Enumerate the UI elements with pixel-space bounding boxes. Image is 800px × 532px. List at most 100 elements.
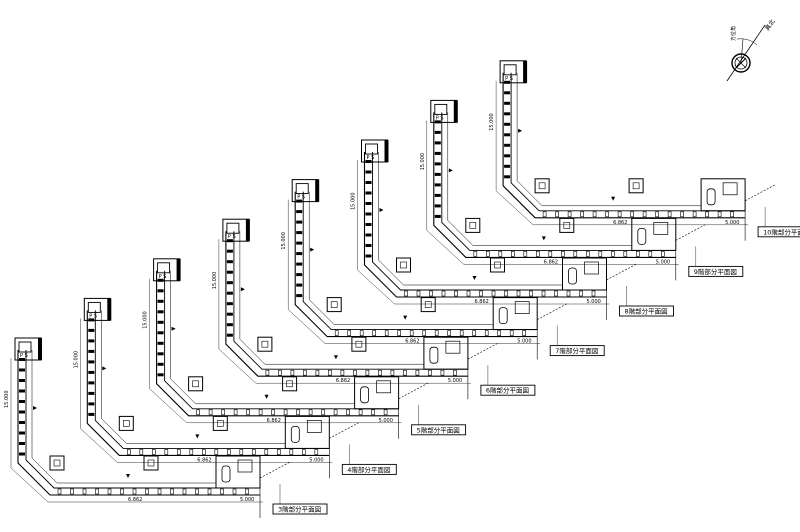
floor-title-label: 3階部分平面図	[278, 505, 321, 514]
floor-title-label: 4階部分平面図	[347, 465, 390, 474]
railing-post	[303, 369, 307, 376]
column-core	[469, 222, 477, 229]
dimension-line	[10, 358, 263, 503]
railing-post	[730, 211, 734, 218]
column	[212, 415, 228, 431]
column	[188, 376, 204, 392]
railing-post	[434, 330, 439, 336]
railing-post	[434, 193, 441, 197]
railing-post	[88, 381, 95, 385]
railing-post	[177, 449, 181, 455]
corridor-inner-wall	[510, 72, 746, 212]
ps-label: P S	[505, 76, 513, 82]
railing-post	[88, 349, 95, 353]
stair-line	[259, 461, 291, 479]
compass-ring-inner	[734, 56, 748, 70]
dimension-line	[149, 278, 402, 423]
railing-post	[485, 251, 490, 257]
floor-title-label: 8階部分平面図	[625, 307, 668, 316]
railing-post	[157, 289, 164, 293]
railing-post	[333, 409, 338, 416]
railing-post	[359, 330, 364, 336]
railing-post	[233, 409, 238, 416]
north-compass: 真北 方位角	[726, 18, 777, 82]
ps-box	[295, 183, 309, 195]
corridor-outer-wall	[17, 350, 260, 496]
railing-post	[328, 369, 332, 376]
column	[559, 217, 575, 233]
column	[420, 297, 436, 313]
corridor-railing	[447, 112, 632, 246]
railing-post	[365, 369, 370, 376]
railing-post	[296, 409, 300, 416]
railing-post	[296, 294, 303, 298]
direction-marker	[171, 326, 176, 331]
column-core	[400, 261, 407, 269]
ps-label: P S	[89, 313, 97, 319]
railing-post	[107, 488, 112, 495]
railing-post	[57, 488, 62, 495]
floor-title-box	[688, 265, 744, 277]
railing-post	[491, 290, 496, 297]
direction-marker	[195, 434, 200, 439]
railing-post	[403, 369, 407, 376]
railing-post	[434, 151, 441, 155]
railing-post	[434, 162, 441, 166]
railing-post	[548, 251, 553, 257]
railing-post	[365, 170, 372, 174]
ps-box	[434, 103, 448, 115]
railing-post	[157, 488, 162, 495]
elevator-hall	[354, 376, 400, 410]
railing-post	[315, 369, 320, 376]
corridor-inner-wall	[441, 112, 676, 251]
railing-post	[346, 409, 350, 416]
railing-post	[157, 299, 164, 303]
railing-post	[516, 290, 521, 297]
railing-post	[139, 449, 144, 455]
railing-post	[390, 369, 395, 376]
column	[257, 336, 273, 352]
railing-post	[529, 290, 533, 297]
dimension-line	[288, 199, 541, 344]
corridor-outer-wall	[294, 191, 538, 338]
dimension-label-short: 5.000	[587, 299, 601, 305]
railing-post	[535, 251, 540, 257]
ps-box	[306, 420, 322, 433]
dimension-label-long: 15.000	[212, 272, 218, 290]
railing-post	[509, 330, 514, 336]
direction-marker	[448, 168, 453, 173]
railing-post	[88, 412, 95, 416]
toilet-fixture	[360, 386, 370, 404]
railing-post	[88, 370, 95, 374]
railing-post	[434, 141, 441, 145]
ps-wall	[453, 100, 458, 123]
railing-post	[88, 328, 95, 332]
stair-line	[537, 303, 568, 320]
column	[143, 455, 159, 471]
railing-post	[88, 391, 95, 395]
column-core	[424, 301, 432, 308]
railing-post	[555, 211, 559, 218]
corridor-outer-wall	[86, 310, 330, 456]
ps-wall	[245, 219, 250, 242]
railing-post	[504, 290, 508, 297]
railing-post	[265, 369, 270, 376]
railing-post	[434, 172, 441, 176]
ps-box	[87, 301, 101, 313]
railing-post	[157, 362, 164, 366]
railing-post	[510, 251, 515, 257]
floor-title-box	[411, 424, 467, 436]
corridor-railing	[101, 310, 286, 444]
railing-post	[289, 449, 294, 455]
elevator-hall	[492, 297, 538, 331]
railing-post	[429, 290, 433, 297]
ps-box	[584, 261, 599, 275]
railing-post	[208, 409, 213, 416]
railing-post	[82, 488, 87, 495]
ps-box	[18, 341, 32, 353]
floor-title-box	[480, 384, 536, 396]
railing-post	[630, 211, 634, 218]
